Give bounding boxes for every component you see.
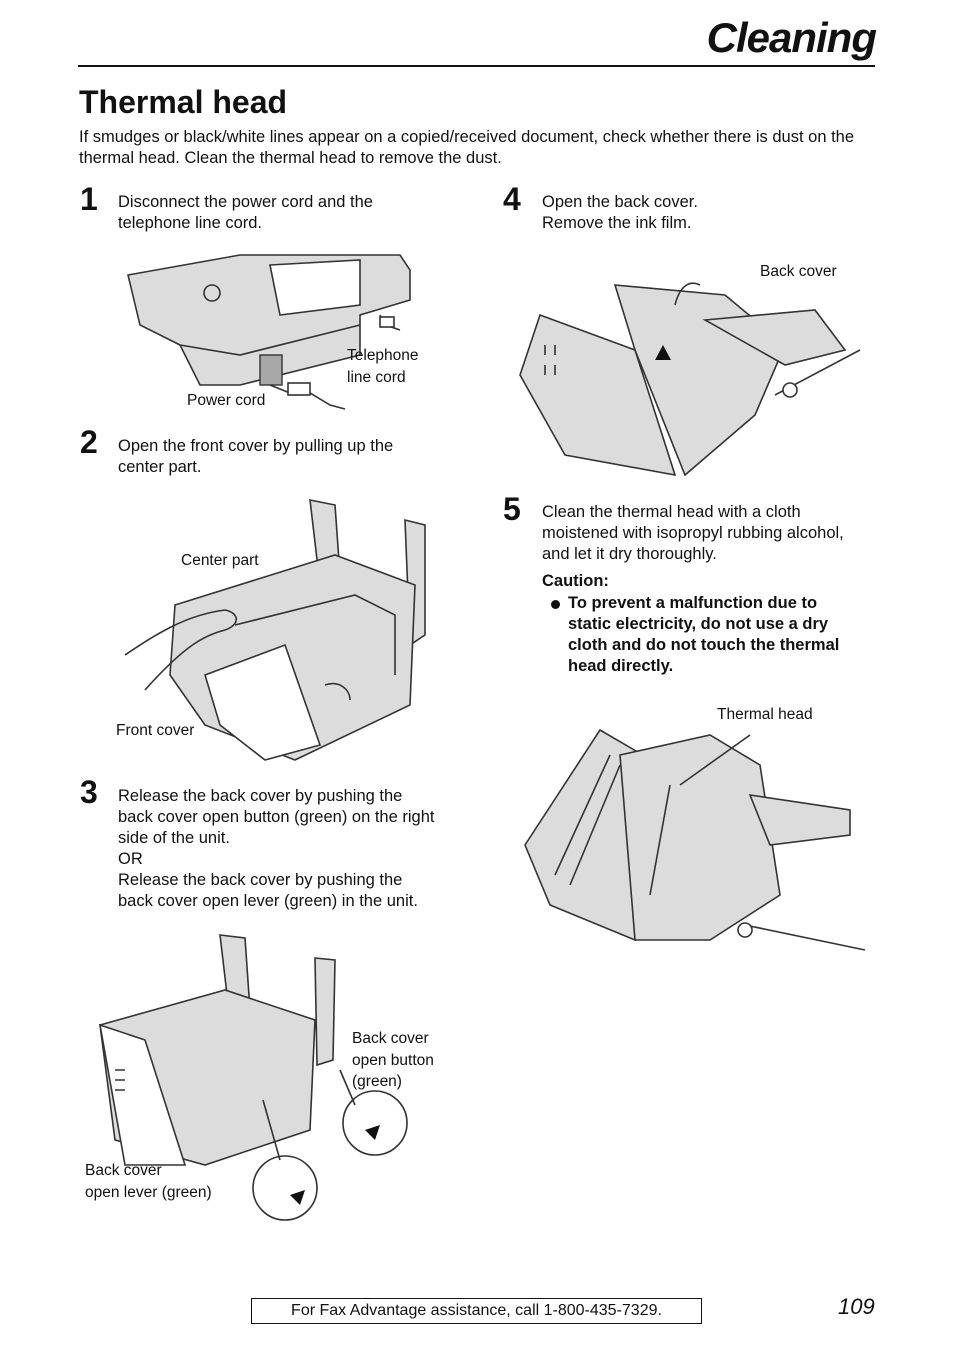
label-line: Telephone — [347, 347, 419, 364]
bullet-icon — [551, 600, 560, 609]
step-3-illustration — [98, 934, 408, 1221]
step-3-line: Release the back cover by pushing the — [118, 871, 403, 889]
step-2-number: 2 — [80, 424, 98, 460]
step-3-line: back cover open button (green) on the ri… — [118, 808, 435, 826]
step-2-line: center part. — [118, 458, 202, 476]
label-line: Back cover — [352, 1030, 429, 1047]
intro-paragraph: If smudges or black/white lines appear o… — [79, 128, 855, 167]
back-cover-open-button-label: Back cover open button (green) — [352, 1028, 434, 1093]
assistance-footer: For Fax Advantage assistance, call 1-800… — [251, 1298, 702, 1324]
step-5-number: 5 — [503, 491, 521, 527]
step-4-line: Open the back cover. — [542, 193, 698, 211]
step-1-line: telephone line cord. — [118, 214, 263, 232]
step-1-number: 1 — [80, 181, 98, 217]
step-1-line: Disconnect the power cord and the — [118, 193, 373, 211]
thermal-head-label: Thermal head — [717, 706, 813, 723]
caution-bullet: To prevent a malfunction due to static e… — [568, 593, 839, 677]
power-cord-label: Power cord — [187, 392, 266, 409]
step-3-number: 3 — [80, 774, 98, 810]
label-line: open lever (green) — [85, 1183, 212, 1201]
step-3-line: OR — [118, 850, 143, 868]
step-5-line: Clean the thermal head with a cloth — [542, 503, 801, 521]
caution-line: static electricity, do not use a dry — [568, 615, 829, 633]
header-rule — [78, 65, 875, 67]
back-cover-open-lever-label: Back cover open lever (green) — [85, 1160, 212, 1203]
label-line: Back cover — [85, 1162, 162, 1179]
front-cover-label: Front cover — [116, 722, 195, 739]
step-2-line: Open the front cover by pulling up the — [118, 437, 394, 455]
label-line: line cord — [347, 368, 406, 386]
step-3-line: side of the unit. — [118, 829, 230, 847]
step-5-text: Clean the thermal head with a cloth mois… — [542, 502, 844, 565]
step-4-line: Remove the ink film. — [542, 214, 692, 232]
step-3-line: back cover open lever (green) in the uni… — [118, 892, 418, 910]
step-1-illustration — [127, 254, 411, 410]
step-3-text: Release the back cover by pushing the ba… — [118, 786, 434, 912]
section-title: Cleaning — [706, 14, 877, 61]
caution-line: cloth and do not touch the thermal — [568, 636, 840, 654]
caution-heading: Caution: — [542, 572, 609, 590]
center-part-label: Center part — [181, 552, 259, 569]
step-5-line: moistened with isopropyl rubbing alcohol… — [542, 524, 844, 542]
step-4-illustration — [519, 282, 861, 477]
back-cover-label: Back cover — [760, 263, 837, 280]
step-4-number: 4 — [503, 181, 521, 217]
step-2-text: Open the front cover by pulling up the c… — [118, 436, 393, 478]
caution-line: head directly. — [568, 657, 674, 675]
step-2-illustration — [124, 498, 426, 761]
caution-line: To prevent a malfunction due to — [568, 594, 818, 612]
page-heading: Thermal head — [79, 84, 288, 120]
label-line: open button — [352, 1051, 434, 1069]
step-5-line: and let it dry thoroughly. — [542, 545, 717, 563]
step-4-text: Open the back cover. Remove the ink film… — [542, 192, 698, 234]
step-1-text: Disconnect the power cord and the teleph… — [118, 192, 373, 234]
step-3-line: Release the back cover by pushing the — [118, 787, 403, 805]
label-line: (green) — [352, 1073, 402, 1090]
telephone-line-cord-label: Telephone line cord — [347, 345, 419, 388]
page-number: 109 — [838, 1294, 875, 1319]
step-5-illustration — [524, 728, 866, 951]
